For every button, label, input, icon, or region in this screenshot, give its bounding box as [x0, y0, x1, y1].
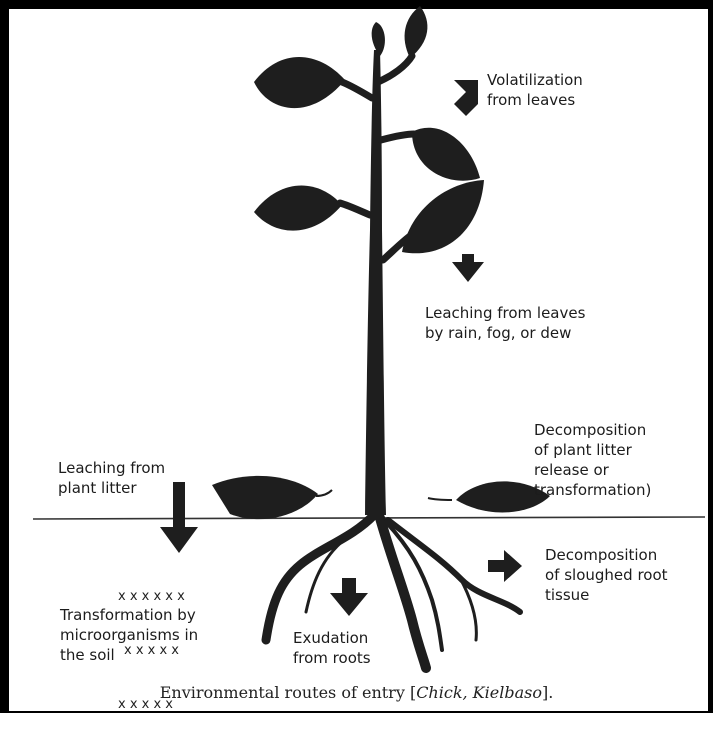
label-line: of sloughed root [545, 566, 668, 584]
label-line: from roots [293, 649, 371, 667]
leaf-litter-left [212, 475, 318, 520]
stem [365, 50, 386, 515]
caption-citation: Chick, Kielbaso [416, 683, 542, 702]
label-line: Leaching from [58, 459, 166, 477]
caption-end: ]. [541, 683, 554, 702]
leaf-mid-left [254, 185, 342, 231]
soil-mark-row: x x x x x x [118, 589, 185, 604]
litter-left-tail [315, 489, 333, 497]
label-line: tissue [545, 586, 590, 604]
arrow-exudation [330, 578, 368, 616]
label-line: transformation) [534, 481, 652, 499]
label-leaching-leaves: Leaching from leaves by rain, fog, or de… [425, 303, 585, 343]
caption-text: Environmental routes of entry [ [159, 683, 417, 702]
arrow-volatilization [446, 80, 478, 116]
label-line: the soil [60, 646, 115, 664]
label-line: microorganisms in [60, 626, 199, 644]
arrow-leaching-leaves [452, 254, 484, 282]
label-decomposition-litter: Decomposition of plant litter release or… [534, 420, 651, 500]
arrow-leaching-litter [160, 482, 198, 553]
label-line: Volatilization [487, 71, 583, 89]
soil-mark-row: x x x x x [124, 643, 179, 658]
label-line: Exudation [293, 629, 369, 647]
label-exudation: Exudation from roots [293, 628, 371, 668]
label-line: plant litter [58, 479, 137, 497]
leaf-right-lower [402, 180, 484, 254]
label-line: Decomposition [534, 421, 647, 439]
arrow-decomposition-root [488, 550, 522, 582]
label-transformation: Transformation by microorganisms in the … [60, 605, 198, 665]
arrows [160, 80, 522, 616]
leaf-right-upper [412, 127, 480, 181]
leaves [212, 6, 550, 520]
soil-mark-row: x x x x x [118, 697, 173, 712]
label-line: release or [534, 461, 609, 479]
label-line: Transformation by [60, 606, 196, 624]
label-line: Leaching from leaves [425, 304, 586, 322]
label-line: by rain, fog, or dew [425, 324, 572, 342]
figure-frame [0, 0, 713, 713]
label-leaching-litter: Leaching from plant litter [58, 458, 165, 498]
label-volatilization: Volatilization from leaves [487, 70, 583, 110]
leaf-litter-right [456, 481, 550, 513]
label-line: Decomposition [545, 546, 658, 564]
label-decomposition-root: Decomposition of sloughed root tissue [545, 545, 668, 605]
leaf-top-right [404, 6, 428, 58]
litter-right-tail [427, 497, 453, 501]
label-line: of plant litter [534, 441, 632, 459]
stem-tip [371, 22, 385, 56]
figure-caption: Environmental routes of entry [Chick, Ki… [0, 683, 713, 702]
plant-illustration [32, 6, 706, 673]
roots [261, 510, 523, 673]
label-line: from leaves [487, 91, 576, 109]
leaf-upper-left [254, 57, 345, 109]
soil-microorganism-marks: x x x x x x x x x x x x x x x x [112, 552, 185, 732]
